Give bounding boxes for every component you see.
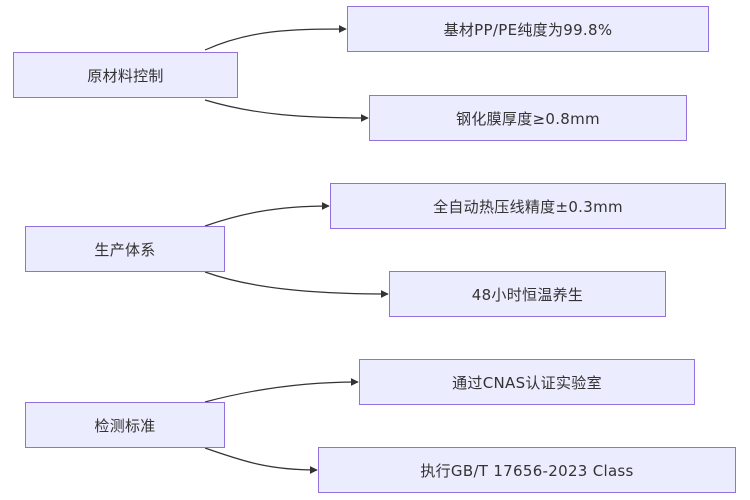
edge-raw-to-purity [204, 25, 347, 51]
node-film-thickness: 钢化膜厚度≥0.8mm [369, 95, 687, 141]
node-hot-press-precision: 全自动热压线精度±0.3mm [330, 183, 726, 229]
edge-raw-to-film [204, 99, 369, 122]
edge-test-to-cnas [204, 378, 359, 403]
node-production-system: 生产体系 [25, 226, 225, 272]
node-raw-material-control: 原材料控制 [13, 52, 238, 98]
edge-test-to-gb [204, 447, 318, 474]
edge-prod-to-cure [204, 271, 389, 298]
node-testing-standards: 检测标准 [25, 402, 225, 448]
edge-prod-to-press [204, 202, 330, 227]
node-gb-standard: 执行GB/T 17656-2023 Class [318, 447, 736, 493]
node-substrate-purity: 基材PP/PE纯度为99.8% [347, 6, 709, 52]
node-cnas-lab: 通过CNAS认证实验室 [359, 359, 695, 405]
node-constant-temp-curing: 48小时恒温养生 [389, 271, 666, 317]
